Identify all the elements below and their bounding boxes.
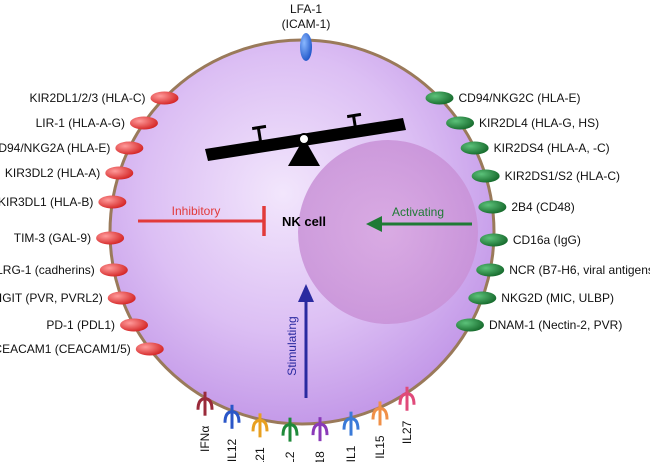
inhibitory-receptor: CEACAM1 (CEACAM1/5) [0,342,164,356]
inhibitory-receptor-list: KIR2DL1/2/3 (HLA-C) LIR-1 (HLA-A-G) CD94/N… [0,91,179,356]
inhibitory-receptor-label: CEACAM1 (CEACAM1/5) [0,342,131,356]
cytokine-receptor: IL21 [251,413,269,462]
cytokine-receptor: IL27 [398,386,416,444]
cytokine-receptor-icon [371,401,389,426]
activating-arrow [366,216,472,232]
activating-receptor-icon [478,200,507,214]
stimulating-arrow [298,284,314,398]
activating-receptor: 2B4 (CD48) [478,200,575,214]
balance-icon [205,112,406,166]
cytokine-receptor-label: IL2 [283,451,297,462]
activating-receptor-label: DNAM-1 (Nectin-2, PVR) [489,318,622,332]
cytokine-receptor-icon [398,386,416,411]
activating-receptor-icon [468,291,497,305]
activating-receptor-label: CD16a (IgG) [513,233,581,247]
activating-receptor-icon [476,263,505,277]
inhibitory-receptor: PD-1 (PDL1) [46,318,149,332]
activating-receptor-label: NCR (B7-H6, viral antigens) [509,263,650,277]
activating-receptor-label: KIR2DS4 (HLA-A, -C) [494,141,610,155]
inhibitory-receptor: KLRG-1 (cadherins) [0,263,128,277]
activating-receptor-icon [446,116,475,130]
cytokine-receptor-label: IFNα [198,426,212,452]
activating-receptor-icon [471,169,500,183]
activating-receptor-icon [425,91,454,105]
inhibitory-receptor: KIR3DL2 (HLA-A) [5,166,134,180]
cytokine-receptor-icon [196,391,214,416]
cytokine-receptor-icon [311,417,329,442]
activating-receptor: KIR2DL4 (HLA-G, HS) [446,116,599,130]
cytokine-receptor: IL15 [371,401,389,459]
cytokine-receptor-label: IL27 [400,420,414,444]
cytokine-receptor-label: IL1 [344,445,358,462]
inhibitory-receptor: CD94/NKG2A (HLA-E) [0,141,144,155]
inhibitory-receptor-label: CD94/NKG2A (HLA-E) [0,141,110,155]
activating-receptor-label: KIR2DL4 (HLA-G, HS) [479,116,599,130]
inhibitory-receptor-icon [129,116,158,130]
activating-label: Activating [392,205,444,219]
cytokine-receptor-label: IL15 [373,435,387,459]
activating-receptor: KIR2DS1/S2 (HLA-C) [471,169,620,183]
inhibitory-receptor-icon [98,195,127,209]
lfa1-label: LFA-1 [290,2,322,16]
inhibitory-receptor-label: PD-1 (PDL1) [46,318,115,332]
stimulating-label: Stimulating [285,316,299,375]
inhibitory-receptor-icon [99,263,128,277]
inhibitory-receptor: TIM-3 (GAL-9) [14,231,125,245]
inhibitory-label: Inhibitory [172,204,221,218]
inhibitory-receptor-label: LIR-1 (HLA-A-G) [36,116,125,130]
cytokine-receptor-label: IL12 [225,438,239,462]
icam1-label: (ICAM-1) [282,17,331,31]
cytokine-receptor: IL2 [281,417,299,462]
inhibitory-receptor: TIGIT (PVR, PVRL2) [0,291,136,305]
inhibitory-receptor-icon [105,166,134,180]
cytokine-receptor: IFNα [196,391,214,452]
cytokine-receptor-label: IL21 [253,447,267,462]
cytokine-receptor: IL18 [311,417,329,462]
inhibitory-receptor-icon [120,318,149,332]
inhibitory-receptor: KIR2DL1/2/3 (HLA-C) [29,91,179,105]
inhibitory-receptor: KIR3DL1 (HLA-B) [0,195,127,209]
inhibitory-receptor-label: TIM-3 (GAL-9) [14,231,91,245]
center-label: NK cell [282,214,326,229]
inhibitory-receptor-label: KIR3DL1 (HLA-B) [0,195,93,209]
activating-receptor-label: KIR2DS1/S2 (HLA-C) [505,169,620,183]
activating-receptor-label: 2B4 (CD48) [511,200,574,214]
activating-receptor-icon [460,141,489,155]
lfa1-receptor [300,33,312,61]
inhibitory-receptor-label: TIGIT (PVR, PVRL2) [0,291,103,305]
activating-receptor-icon [455,318,484,332]
activating-receptor: KIR2DS4 (HLA-A, -C) [460,141,610,155]
activating-receptor: CD94/NKG2C (HLA-E) [425,91,581,105]
inhibitory-receptor-icon [96,231,125,245]
cytokine-receptor-icon [281,417,299,442]
activating-receptor-label: NKG2D (MIC, ULBP) [501,291,614,305]
activating-receptor: NCR (B7-H6, viral antigens) [476,263,650,277]
activating-receptor: CD16a (IgG) [479,233,581,247]
inhibitory-receptor: LIR-1 (HLA-A-G) [36,116,158,130]
cytokine-receptor-list: IFNα IL12 IL21 IL2 IL18 IL1 IL15 IL27 [196,386,416,462]
nucleus [298,140,478,324]
activating-receptor: DNAM-1 (Nectin-2, PVR) [455,318,622,332]
inhibitory-receptor-label: KIR2DL1/2/3 (HLA-C) [29,91,145,105]
activating-receptor-label: CD94/NKG2C (HLA-E) [459,91,581,105]
cytokine-receptor-icon [251,413,269,438]
inhibitory-receptor-icon [115,141,144,155]
activating-receptor-icon [479,233,508,247]
inhibitory-receptor-label: KLRG-1 (cadherins) [0,263,95,277]
cytokine-receptor-icon [223,404,241,429]
inhibitory-receptor-icon [150,91,179,105]
activating-receptor-list: CD94/NKG2C (HLA-E) KIR2DL4 (HLA-G, HS) KIR… [425,91,650,332]
cytokine-receptor-icon [342,411,360,436]
inhibitory-arrow [138,206,266,236]
inhibitory-receptor-icon [135,342,164,356]
cytokine-receptor: IL1 [342,411,360,462]
cytokine-receptor-label: IL18 [313,451,327,462]
activating-receptor: NKG2D (MIC, ULBP) [468,291,614,305]
inhibitory-receptor-label: KIR3DL2 (HLA-A) [5,166,100,180]
inhibitory-receptor-icon [107,291,136,305]
cytokine-receptor: IL12 [223,404,241,462]
